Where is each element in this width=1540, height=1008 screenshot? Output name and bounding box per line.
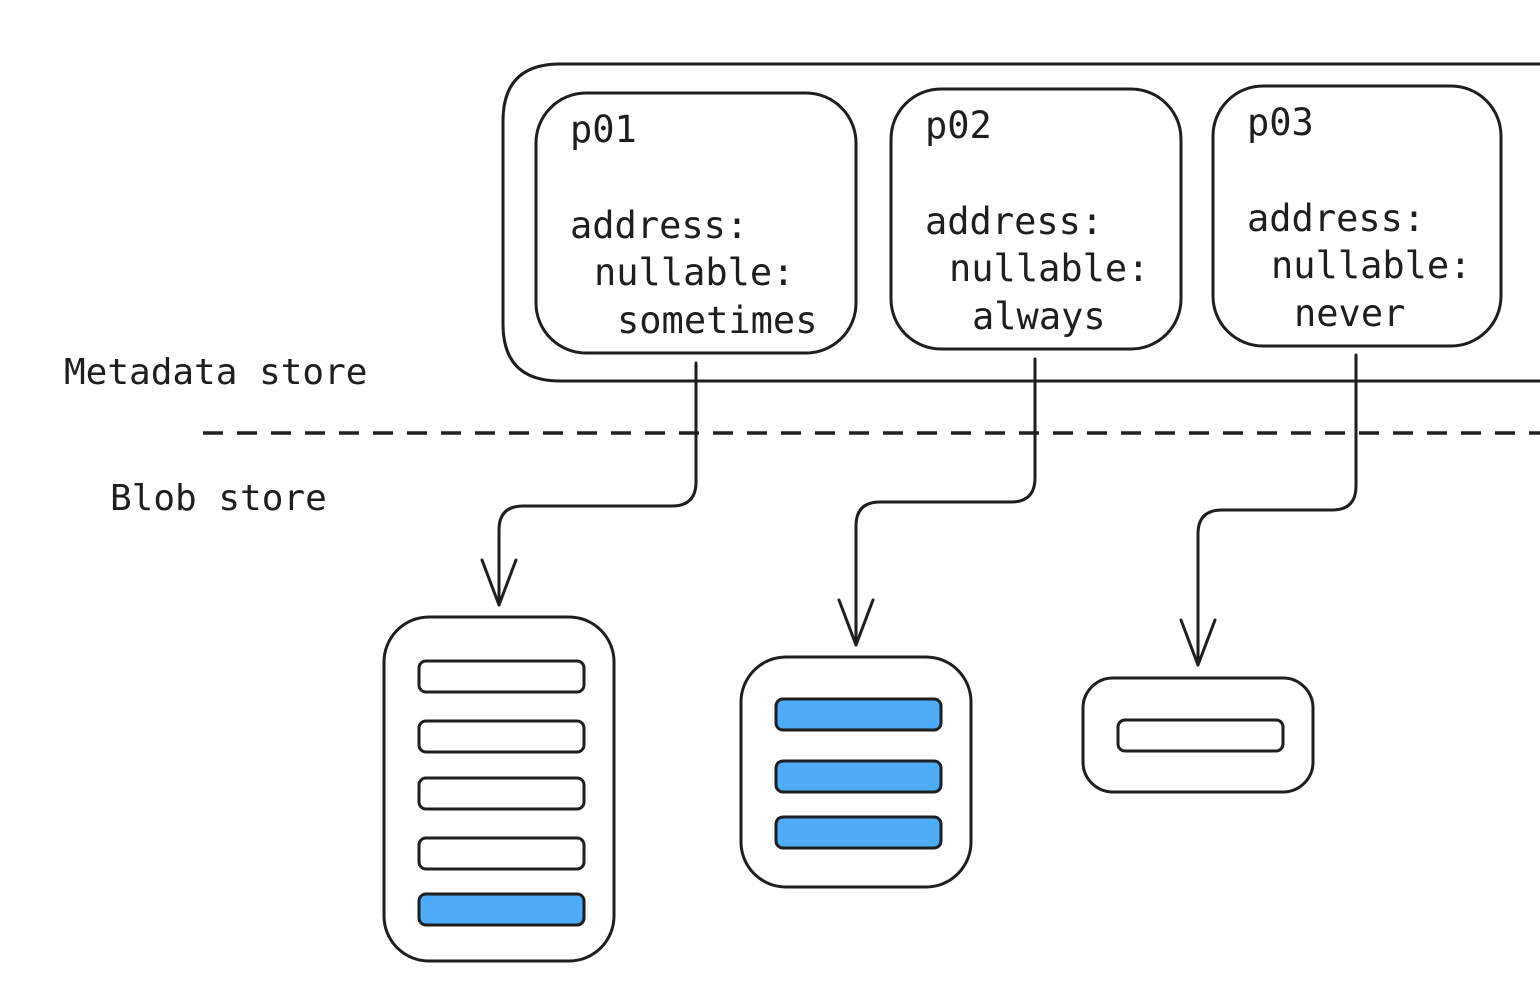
partition-nullable-key: nullable: — [1271, 244, 1471, 287]
blob-row-filled — [774, 815, 943, 850]
metadata-store-label: Metadata store — [64, 352, 367, 393]
blob-row-filled — [774, 697, 943, 732]
partition-card-p03: p03 address: nullable: never — [1211, 84, 1503, 348]
blob-row-empty — [417, 776, 586, 811]
blob-rows — [417, 659, 1285, 927]
metadata-store-container — [501, 62, 1540, 383]
blob-row-filled — [417, 892, 586, 927]
partition-nullable-value: sometimes — [617, 299, 817, 342]
arrow-p01-to-blob — [480, 361, 698, 607]
partition-name: p01 — [570, 108, 637, 151]
arrowhead-icon — [837, 598, 875, 647]
arrowhead-icon — [1179, 618, 1217, 667]
partition-card-p02: p02 address: nullable: always — [889, 87, 1183, 351]
partition-nullable-key: nullable: — [594, 251, 794, 294]
arrow-p02-to-blob — [837, 357, 1037, 647]
partition-field: address: — [1247, 197, 1425, 240]
partition-field: address: — [570, 204, 748, 247]
blob-store-label: Blob store — [110, 478, 327, 519]
partition-card-p01: p01 address: nullable: sometimes — [534, 91, 858, 355]
blob-row-empty — [417, 836, 586, 871]
partition-name: p02 — [925, 104, 992, 147]
blob-row-empty — [1116, 718, 1285, 753]
blob-row-filled — [774, 759, 943, 794]
partition-nullable-key: nullable: — [949, 247, 1149, 290]
partition-name: p03 — [1247, 101, 1314, 144]
partition-field: address: — [925, 200, 1103, 243]
partition-nullable-value: always — [972, 295, 1106, 338]
arrow-p03-to-blob — [1179, 353, 1358, 667]
arrowhead-icon — [480, 558, 518, 607]
blob-row-empty — [417, 659, 586, 694]
partition-nullable-value: never — [1294, 292, 1405, 335]
blob-row-empty — [417, 719, 586, 754]
